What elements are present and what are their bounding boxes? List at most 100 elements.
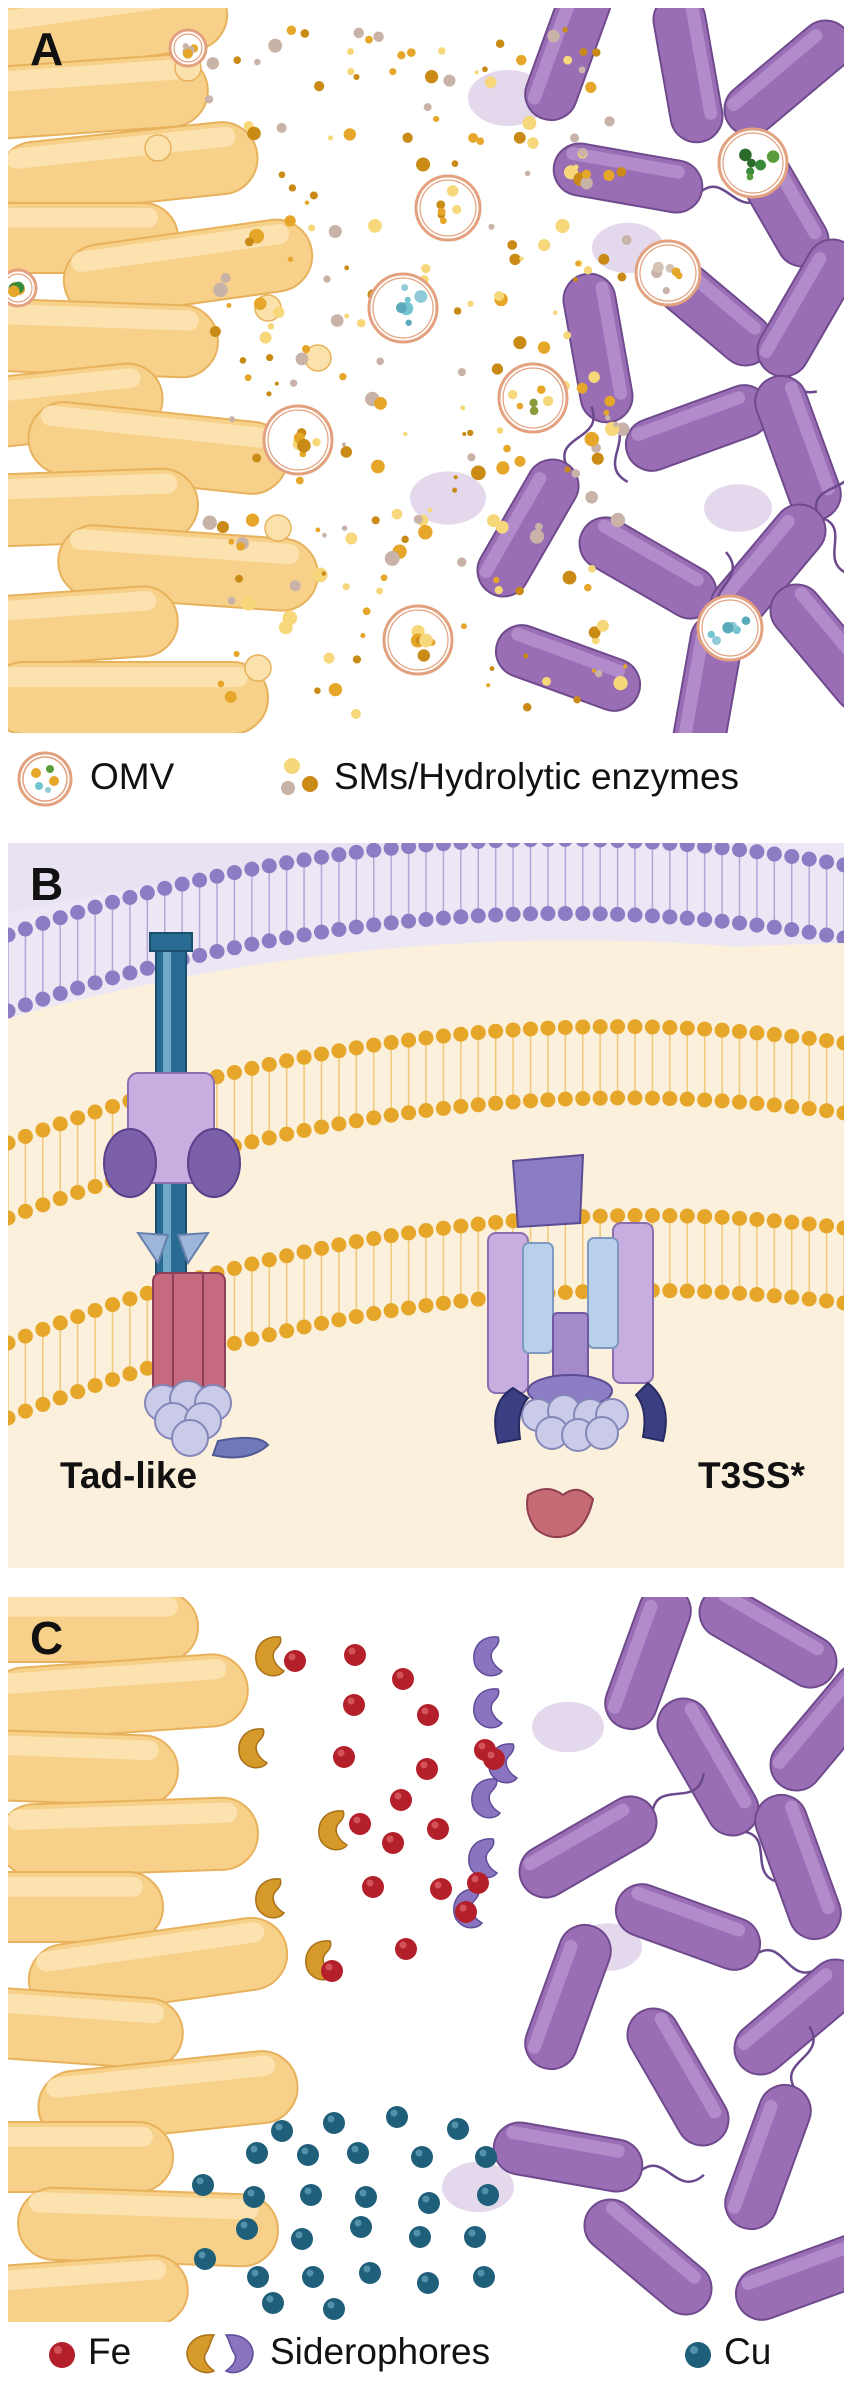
sm-dot [495,39,505,49]
fe-ion [333,1746,355,1768]
purple-rod-bacterium [754,374,844,576]
sm-dot [360,633,366,639]
sm-dot [406,48,416,57]
sm-dot [204,95,214,104]
sm-dot [452,487,458,493]
sm-dot [341,442,347,447]
omv-vesicle [8,268,38,308]
purple-rod-bacterium [698,1597,838,1689]
sm-dot [591,668,596,673]
sm-dot [476,137,485,146]
purple-rod-bacterium [494,624,642,712]
cu-ion [297,2144,319,2166]
fe-ion [416,1758,438,1780]
sm-dot [315,527,321,533]
sm-dot [321,571,326,576]
sm-dot [323,275,331,283]
omv-vesicle [262,404,334,476]
sm-dot [289,580,301,592]
cu-legend-label: Cu [724,2331,772,2372]
sm-dot [295,476,304,485]
sm-dot [295,352,309,366]
cu-ion [386,2106,408,2128]
sm-dot [462,431,467,437]
cu-ion [262,2292,284,2314]
fe-ion [362,1876,384,1898]
cu-ion [243,2186,265,2208]
siderophore [318,1810,349,1851]
sm-dot [555,218,570,234]
siderophore [255,1878,286,1919]
cu-legend-icon [685,2342,711,2368]
sm-dot [584,583,592,592]
sm-dot [300,29,310,38]
sm-dot [213,282,228,298]
cu-ion [417,2272,439,2294]
yellow-rod-bacterium [8,297,219,379]
sm-dot [457,557,467,567]
cu-ion [347,2142,369,2164]
fe-ion [321,1960,343,1982]
yellow-rod-bacterium [37,2050,299,2144]
sm-dot [365,35,373,44]
sm-dot [244,237,254,247]
sm-dot [374,396,387,410]
sm-dot [564,466,571,473]
sm-dot [312,567,328,583]
sm-dot [468,132,479,143]
sm-dot [542,676,552,686]
sm-dot [322,532,327,538]
sm-dot [603,169,615,182]
omv-vesicle [634,239,702,307]
sm-dot [487,514,501,528]
sm-dot [253,297,267,310]
cu-ion [302,2266,324,2288]
sm-dot [401,535,409,544]
sm-dot [423,103,432,112]
sm-dot [228,538,235,545]
legend-a: OMV SMs/Hydrolytic enzymes [8,750,844,808]
sm-dot [579,48,588,56]
omv-vesicle [367,272,439,344]
sm-dot [596,619,609,632]
purple-rod-bacterium [476,405,595,598]
sm-dot [245,513,260,527]
sm-dot [350,709,361,719]
purple-rod-bacterium [734,2233,844,2321]
fe-ion [467,1872,489,1894]
sm-dot [457,368,466,377]
sm-dot [267,323,275,330]
cu-ion [359,2262,381,2284]
sm-dot [453,475,458,480]
omv-vesicle [414,174,482,242]
sm-dot [416,157,431,172]
sm-dot [274,381,279,386]
outer-bilayer [8,843,844,1019]
sm-dot [591,452,604,465]
sm-dot [424,70,439,84]
yellow-rod-bacterium [8,53,209,143]
sm-dot [356,318,366,328]
sm-dot [573,277,578,282]
sm-dot [514,455,526,467]
purple-rod-bacterium [626,2007,730,2147]
sm-dot [403,431,408,437]
sm-dot [380,574,388,582]
yellow-rod-bacterium [27,1916,289,2018]
panel-c-letter: C [30,1612,64,1664]
sm-dot [206,57,220,70]
fe-ion [395,1938,417,1960]
sm-dot [235,574,243,583]
omv-legend-icon [17,751,73,807]
yellow-rod-bacterium [8,1653,249,1741]
sm-dot [494,585,503,595]
fe-ion [349,1813,371,1835]
panel-b: B Tad-like T3SS* [8,843,844,1568]
fe-ion [390,1789,412,1811]
sm-dot [553,310,558,315]
inner-membrane-platform [152,1272,226,1394]
sm-dot [467,453,476,462]
sm-dot [288,184,297,192]
purple-rod-bacterium [492,2121,705,2193]
sm-dot [266,391,272,397]
